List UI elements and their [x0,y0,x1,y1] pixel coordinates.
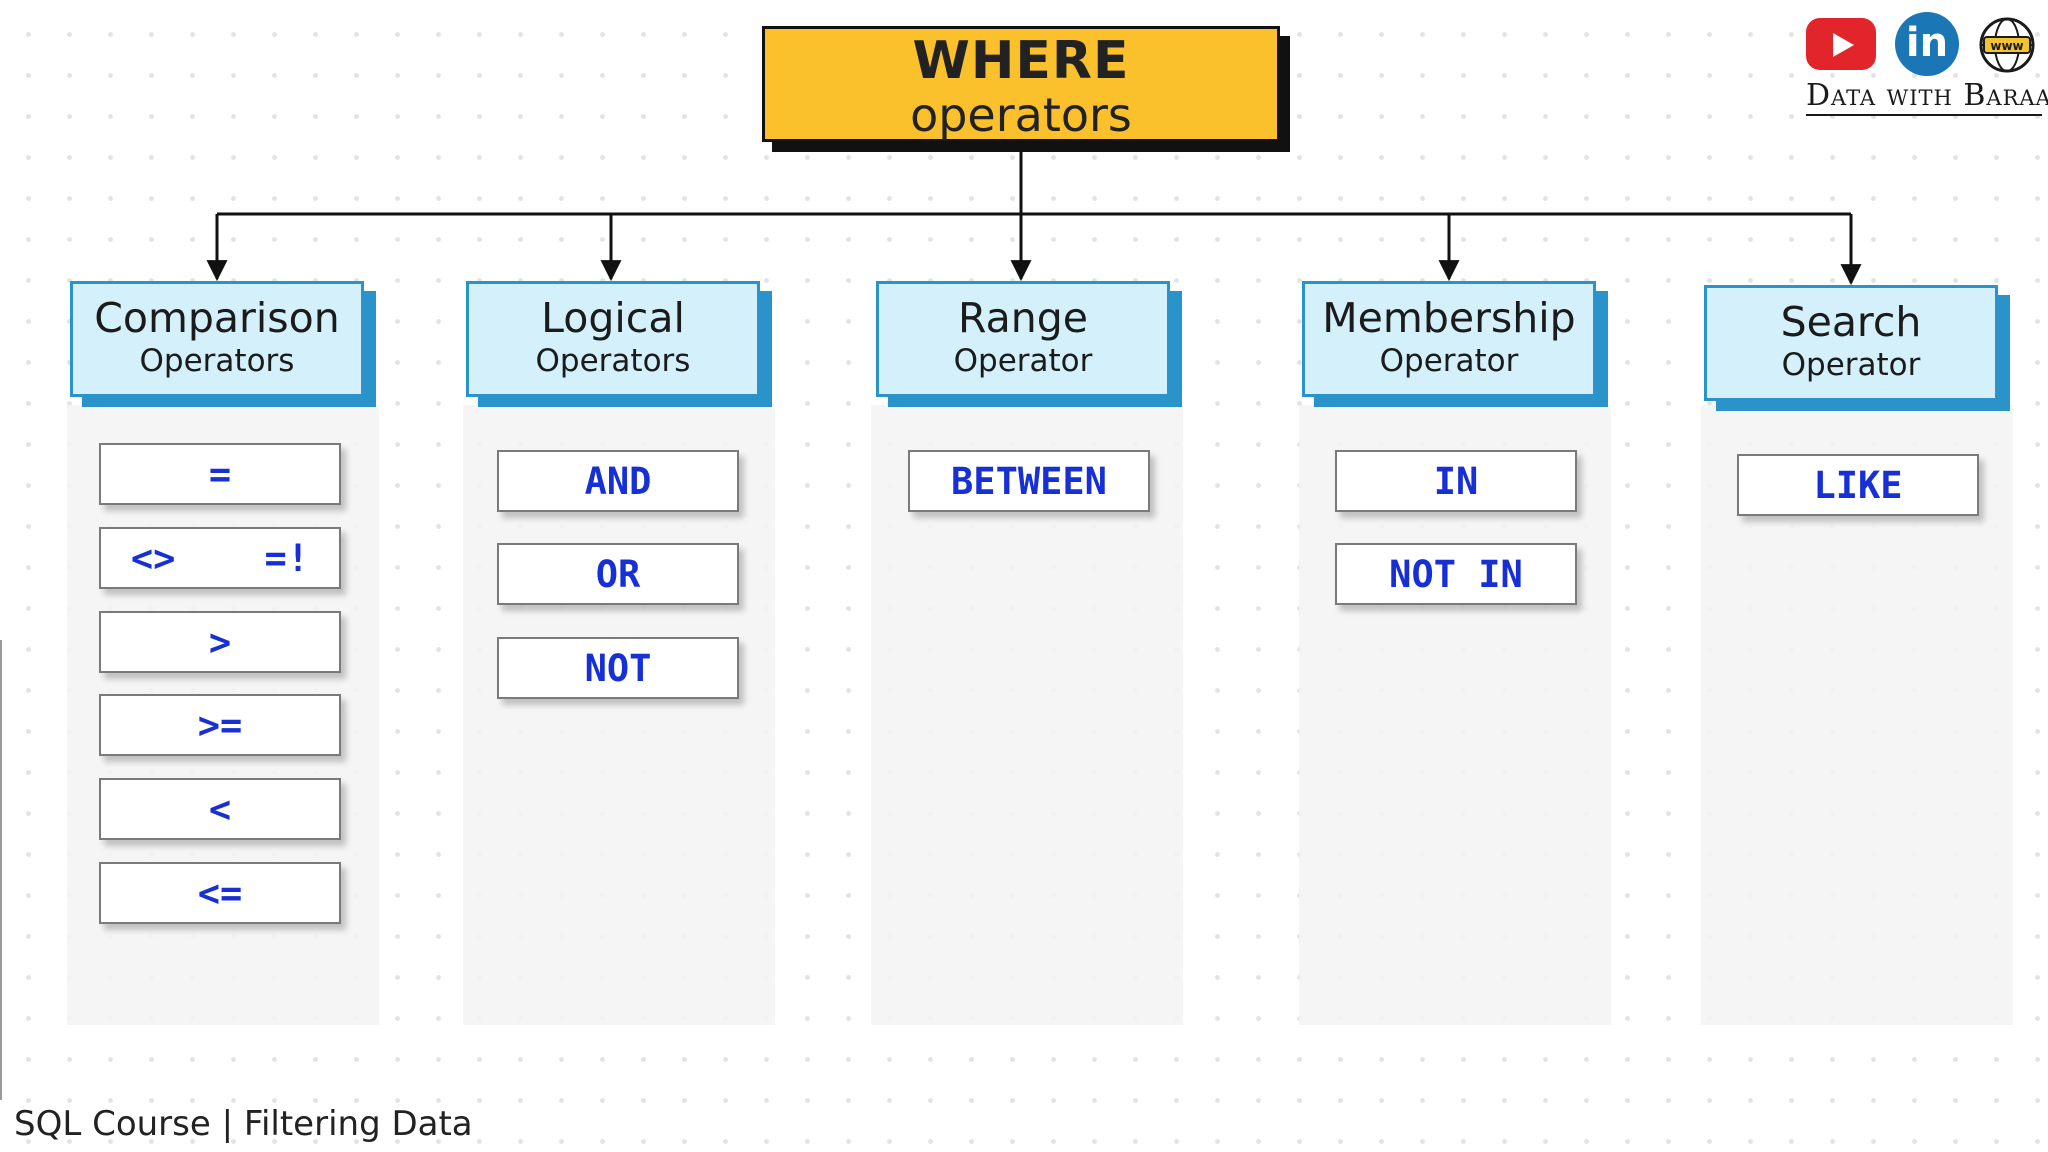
operator-box: NOT [497,637,739,699]
operator-box: = [99,443,341,505]
operator-box: > [99,611,341,673]
youtube-icon[interactable] [1806,18,1876,70]
globe-icon[interactable]: www [1978,16,2036,74]
operator-box: <> =! [99,527,341,589]
root-subtitle: operators [910,88,1132,142]
category-subtitle: Operator [953,343,1093,379]
globe-label: www [1990,39,2023,53]
operator-box: IN [1335,450,1577,512]
category-title: Range [958,294,1088,342]
operator-box: >= [99,694,341,756]
category-title: Logical [541,294,685,342]
category-subtitle: Operator [1379,343,1519,379]
category-subtitle: Operator [1781,347,1921,383]
footer-caption: SQL Course | Filtering Data [14,1104,473,1144]
root-title: WHERE [912,31,1130,91]
operator-box: < [99,778,341,840]
operator-box: BETWEEN [908,450,1150,512]
operator-box: NOT IN [1335,543,1577,605]
left-edge-line [0,640,2,1100]
brand-logo: in www Data with Baraa [1806,12,2048,122]
brand-name: Data with Baraa [1806,78,2048,116]
operator-box: AND [497,450,739,512]
category-title: Search [1780,298,1922,346]
linkedin-icon[interactable]: in [1895,12,1959,76]
operator-box: OR [497,543,739,605]
category-subtitle: Operators [139,343,295,379]
operator-box: <= [99,862,341,924]
root-node-where-operators: WHERE operators [762,26,1280,142]
category-subtitle: Operators [535,343,691,379]
category-title: Membership [1322,294,1576,342]
operator-box: LIKE [1737,454,1979,516]
category-title: Comparison [94,294,340,342]
